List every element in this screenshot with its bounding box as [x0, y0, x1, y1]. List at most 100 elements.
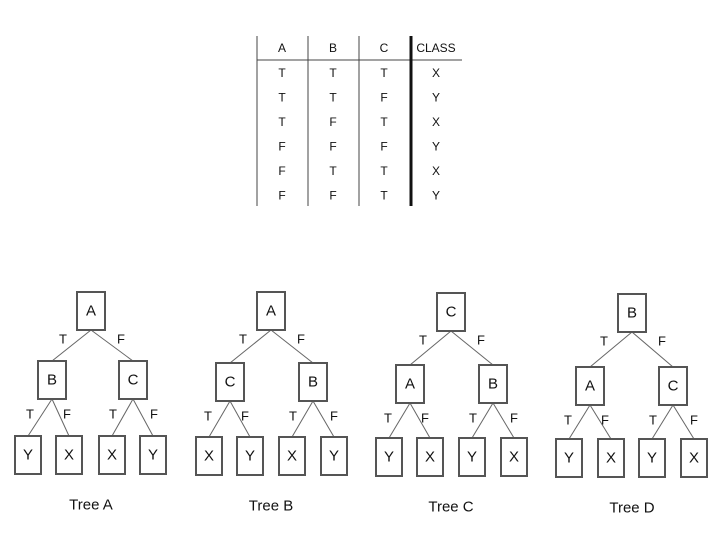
leaf-node-label: Y — [384, 449, 394, 466]
tree-caption: Tree C — [428, 499, 473, 516]
edge-label-false: F — [241, 409, 249, 424]
tree-edge — [51, 398, 70, 437]
root-node: C — [436, 292, 466, 332]
root-node: A — [256, 291, 286, 331]
table-cell: T — [329, 164, 337, 178]
leaf-node-box — [195, 436, 223, 476]
right-node: C — [118, 360, 148, 400]
leaf-node: X — [98, 435, 126, 475]
leaf-node: X — [416, 437, 444, 477]
tree-edge — [409, 402, 431, 439]
leaf-node-label: X — [425, 449, 435, 466]
leaf-node-label: Y — [564, 450, 574, 467]
edge-label-false: F — [421, 411, 429, 426]
edge-label-true: T — [289, 409, 297, 424]
edge-label-true: T — [239, 332, 247, 347]
table-cell: T — [329, 91, 337, 105]
edge-label-true: T — [204, 409, 212, 424]
leaf-node-label: X — [107, 447, 117, 464]
leaf-node-box — [236, 436, 264, 476]
table-cell: F — [278, 189, 285, 203]
tree-edge — [492, 402, 515, 439]
tree-edge — [27, 398, 53, 437]
table-cell: T — [380, 189, 388, 203]
right-node-box — [298, 362, 328, 402]
leaf-node-box — [278, 436, 306, 476]
right-node: B — [478, 364, 508, 404]
edge-label-true: T — [109, 407, 117, 422]
leaf-node-box — [597, 438, 625, 478]
table-cell: T — [278, 91, 286, 105]
tree-edge — [651, 404, 674, 440]
left-node: A — [395, 364, 425, 404]
tree-caption: Tree D — [609, 500, 654, 517]
edge-label-true: T — [564, 413, 572, 428]
leaf-node: X — [500, 437, 528, 477]
table-cell: F — [329, 140, 336, 154]
right-node-box — [118, 360, 148, 400]
leaf-node-label: Y — [245, 448, 255, 465]
root-node: B — [617, 293, 647, 333]
left-node-box — [215, 362, 245, 402]
root-node-box — [76, 291, 106, 331]
tree-edge — [229, 329, 272, 364]
leaf-node-label: X — [64, 447, 74, 464]
leaf-node-label: X — [689, 450, 699, 467]
table-cell: T — [380, 115, 388, 129]
edge-label-false: F — [477, 333, 485, 348]
edge-label-false: F — [601, 413, 609, 428]
root-node-box — [436, 292, 466, 332]
table-cell: T — [380, 164, 388, 178]
leaf-node-box — [320, 436, 348, 476]
tree-edge — [388, 402, 411, 439]
left-node-label: C — [225, 374, 236, 391]
right-node-label: C — [128, 372, 139, 389]
left-node: A — [575, 366, 605, 406]
leaf-node-label: X — [287, 448, 297, 465]
table-cell: F — [278, 164, 285, 178]
edge-label-false: F — [658, 334, 666, 349]
tree-edge — [589, 404, 612, 440]
right-node: B — [298, 362, 328, 402]
table-cell: F — [329, 115, 336, 129]
left-node-label: A — [585, 378, 595, 395]
table-cell: X — [432, 164, 440, 178]
leaf-node: Y — [375, 437, 403, 477]
root-node-label: A — [266, 303, 276, 320]
table-cell: F — [278, 140, 285, 154]
root-node-label: C — [446, 304, 457, 321]
leaf-node-box — [98, 435, 126, 475]
edge-label-false: F — [297, 332, 305, 347]
tree-edge — [631, 331, 674, 368]
leaf-node-box — [638, 438, 666, 478]
leaf-node-label: Y — [467, 449, 477, 466]
tree-caption: Tree A — [69, 497, 113, 514]
right-node-label: C — [668, 378, 679, 395]
table-cell: Y — [432, 91, 440, 105]
tree-edge — [312, 400, 335, 438]
root-node-label: A — [86, 303, 96, 320]
right-node-box — [658, 366, 688, 406]
leaf-node: Y — [638, 438, 666, 478]
root-node-label: B — [627, 305, 637, 322]
right-node-box — [478, 364, 508, 404]
table-cell: T — [278, 115, 286, 129]
left-node-label: B — [47, 372, 57, 389]
table-cell: F — [380, 91, 387, 105]
edge-label-true: T — [26, 407, 34, 422]
leaf-node-label: X — [204, 448, 214, 465]
tree-caption: Tree B — [249, 498, 293, 515]
root-node-box — [617, 293, 647, 333]
table-cell: T — [329, 66, 337, 80]
leaf-node-label: Y — [23, 447, 33, 464]
leaf-node-box — [416, 437, 444, 477]
left-node-box — [37, 360, 67, 400]
leaf-node: X — [597, 438, 625, 478]
